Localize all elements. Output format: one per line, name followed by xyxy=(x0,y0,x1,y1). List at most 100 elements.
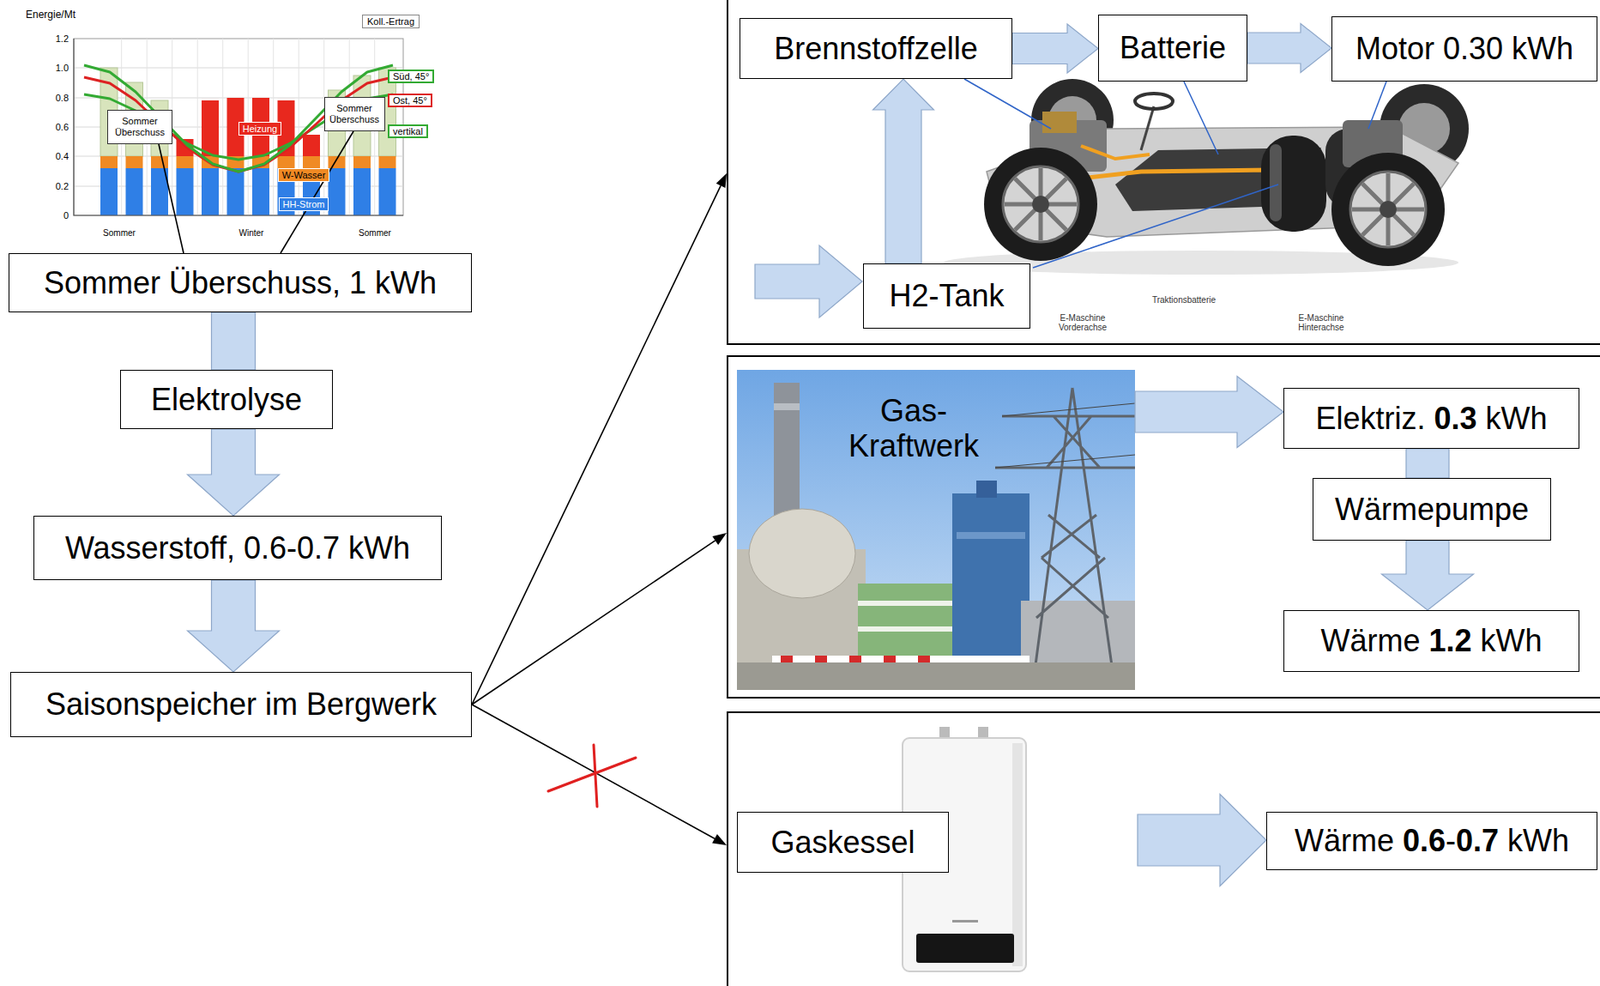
red-cross xyxy=(548,744,636,807)
chart-curves-part xyxy=(84,65,393,172)
fuel-cell-car-chassis-part xyxy=(1141,106,1154,151)
fuel-cell-car-chassis-part xyxy=(1004,168,1077,241)
arrow-head xyxy=(712,833,727,846)
arrow-head xyxy=(712,532,727,545)
process-box: Elektrolyse xyxy=(120,369,333,429)
input-block-arrow xyxy=(754,245,863,318)
axis-label: Sommer xyxy=(358,228,392,239)
node-text: Batterie xyxy=(1119,30,1226,66)
chart-bars-part xyxy=(379,168,397,216)
fuel-cell-car-chassis-part xyxy=(1331,152,1445,266)
tick-label: 0.2 xyxy=(55,181,69,193)
panel-frame: BrennstoffzelleBatterieMotor 0.30 kWhH2-… xyxy=(726,0,1600,345)
chart-bars-part xyxy=(176,156,194,169)
gas-power-plant-photo-part xyxy=(1020,600,1136,670)
tick-label: 0 xyxy=(63,210,69,222)
process-box: Gaskessel xyxy=(736,811,949,873)
legend-text: vertikal xyxy=(392,126,423,137)
leader-line-part xyxy=(1032,184,1279,268)
legend-text: Süd, 45° xyxy=(392,71,429,82)
connector-line xyxy=(280,131,354,254)
process-box: Motor 0.30 kWh xyxy=(1331,16,1598,82)
energy-chart xyxy=(73,38,404,216)
fuel-cell-car-chassis-part xyxy=(1269,144,1282,222)
chart-bars xyxy=(100,67,397,216)
node-text: Gaskessel xyxy=(770,824,915,860)
node-text: Wärme 1.2 kWh xyxy=(1320,622,1542,659)
axis-label: Winter xyxy=(239,228,265,239)
fuel-cell-car-chassis xyxy=(943,78,1469,275)
fuel-cell-car-chassis-part xyxy=(1261,135,1327,232)
block-arrow xyxy=(1382,540,1474,610)
gas-power-plant-photo-part xyxy=(995,387,1136,678)
fuel-cell-car-chassis-part xyxy=(1135,93,1173,109)
chart-bars-part xyxy=(176,168,194,216)
process-box: Wärme 1.2 kWh xyxy=(1283,609,1580,672)
node-text: Elektriz. 0.3 kWh xyxy=(1315,400,1547,436)
process-box: H2-Tank xyxy=(863,263,1031,329)
node-text: H2-Tank xyxy=(888,277,1004,314)
arrow-connector xyxy=(471,173,727,705)
leader-connector xyxy=(280,131,354,254)
chart-bars-part xyxy=(302,134,320,157)
legend-swatch: Ost, 45° xyxy=(387,93,433,109)
block-arrow xyxy=(187,579,280,672)
arrow-connector xyxy=(471,704,727,846)
gas-boiler-part xyxy=(916,933,1015,963)
fuel-cell-car-chassis-part xyxy=(1002,166,1079,242)
chart-bars-part xyxy=(201,100,219,157)
gas-power-plant-photo-part xyxy=(995,403,1136,468)
fuel-cell-car-chassis-part xyxy=(1379,200,1397,218)
legend-title: Koll.-Ertrag xyxy=(362,14,420,30)
chart-bars-part xyxy=(328,168,346,216)
block-arrow xyxy=(211,312,256,370)
axis-label: Sommer xyxy=(102,228,136,239)
chart-bars-part xyxy=(353,156,371,169)
block-arrow xyxy=(187,428,280,516)
chart-bars-part xyxy=(150,156,169,169)
chart-bars-part xyxy=(100,168,118,216)
gas-power-plant-photo-part xyxy=(976,480,997,498)
process-box: Saisonspeicher im Bergwerk xyxy=(10,671,472,737)
legend-swatch: Süd, 45° xyxy=(387,69,435,85)
node-text: Wärme 0.6-0.7 kWh xyxy=(1294,822,1570,858)
chart-bars-part xyxy=(100,156,118,169)
gas-power-plant-photo-part xyxy=(736,369,1136,690)
series-label: HH-Strom xyxy=(278,197,330,212)
chart-bars-part xyxy=(302,156,320,169)
fuel-cell-car-chassis-part xyxy=(984,147,1098,261)
node-text: Wasserstoff, 0.6-0.7 kWh xyxy=(65,530,411,566)
fuel-cell-car-chassis-part xyxy=(1350,171,1426,248)
block-arrow xyxy=(1137,794,1267,887)
leader-line-part xyxy=(964,78,1051,129)
fuel-cell-car-chassis-part xyxy=(1352,173,1425,246)
chart-curves-part xyxy=(84,94,393,160)
gas-power-plant-photo-part xyxy=(772,655,1030,663)
chart-bars-part xyxy=(379,156,397,169)
legend-text: Ost, 45° xyxy=(392,95,428,106)
fuel-cell-car-chassis-part xyxy=(1042,111,1077,133)
fuel-cell-car-chassis-part xyxy=(1032,195,1050,213)
series-label: Heizung xyxy=(238,121,282,137)
gas-power-plant-photo-part xyxy=(956,531,1026,539)
node-text: Saisonspeicher im Bergwerk xyxy=(45,686,437,722)
tick-label: 0.4 xyxy=(55,150,69,163)
gas-power-plant-photo-part xyxy=(736,662,1136,690)
bold-number: 0.6 xyxy=(1402,822,1446,858)
fuel-cell-car-chassis-part xyxy=(1080,145,1150,159)
tick-label: 1.2 xyxy=(55,33,69,45)
energy-chart-part xyxy=(73,38,404,216)
gas-power-plant-photo xyxy=(736,369,1136,690)
chart-curves-part xyxy=(84,77,393,172)
chart-curves xyxy=(84,65,393,172)
part-name: Traktionsbatterie xyxy=(1152,295,1216,306)
chart-callout-box: Sommer Überschuss xyxy=(324,96,386,132)
gas-power-plant-photo-part xyxy=(780,655,793,663)
leader-line-part xyxy=(1183,81,1219,155)
panel-frame: Gaskessel Wärme 0.6-0.7 kWh xyxy=(726,711,1600,986)
node-text: Sommer Überschuss, 1 kWh xyxy=(43,265,437,301)
gas-power-plant-photo-part xyxy=(883,655,896,663)
block-arrow xyxy=(1012,24,1099,73)
gas-power-plant-photo-part xyxy=(815,655,828,663)
red-cross-part xyxy=(593,744,598,807)
